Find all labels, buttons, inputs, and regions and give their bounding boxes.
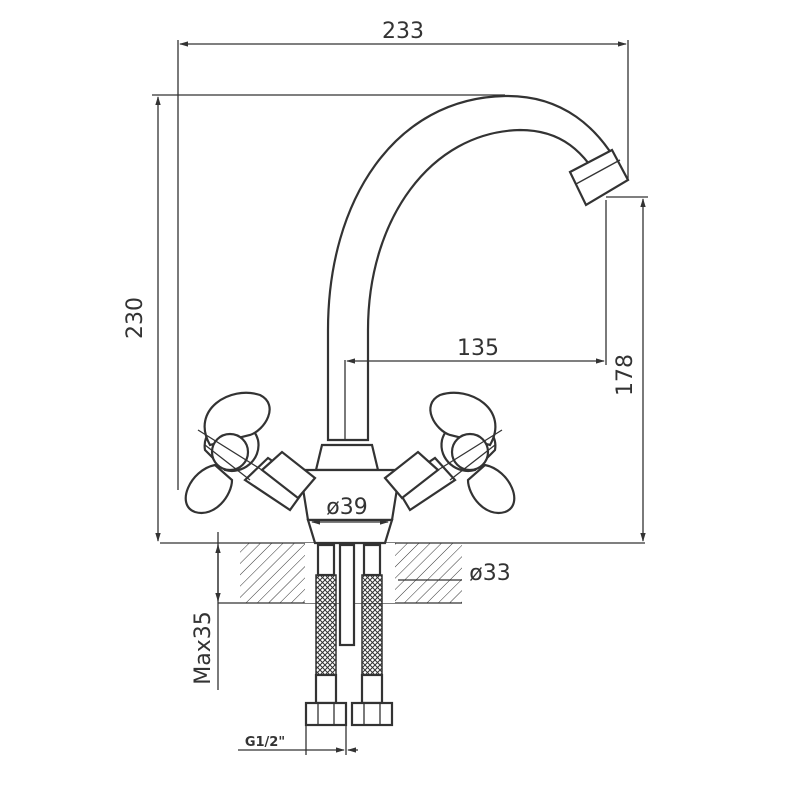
countertop-section: [160, 542, 645, 604]
dim-33-label: ø33: [469, 561, 510, 586]
dim-178-label: 178: [613, 354, 638, 396]
right-handle: [383, 391, 516, 515]
dim-233-label: 233: [382, 19, 424, 44]
dimension-max-thickness: Max35: [191, 532, 221, 690]
left-handle: [184, 391, 317, 515]
dim-135-label: 135: [457, 336, 499, 361]
spout: [326, 94, 630, 442]
faucet-body: [298, 443, 402, 545]
mounting-stud: [338, 543, 356, 647]
dimension-width: 233: [177, 19, 629, 490]
dimension-reach: 135: [346, 200, 607, 365]
supply-hoses: [304, 543, 394, 727]
dim-230-label: 230: [123, 297, 148, 339]
dim-39-label: ø39: [326, 495, 367, 520]
dimension-hole-diameter: ø33: [398, 560, 522, 586]
dimension-height: 230: [123, 94, 505, 542]
dim-thread-label: G1/2": [245, 735, 285, 750]
dim-max35-label: Max35: [191, 611, 216, 684]
dimension-thread: G1/2": [238, 725, 358, 755]
dimension-spout-height: 178: [606, 196, 648, 542]
dimension-base-diameter: ø39: [311, 495, 389, 525]
